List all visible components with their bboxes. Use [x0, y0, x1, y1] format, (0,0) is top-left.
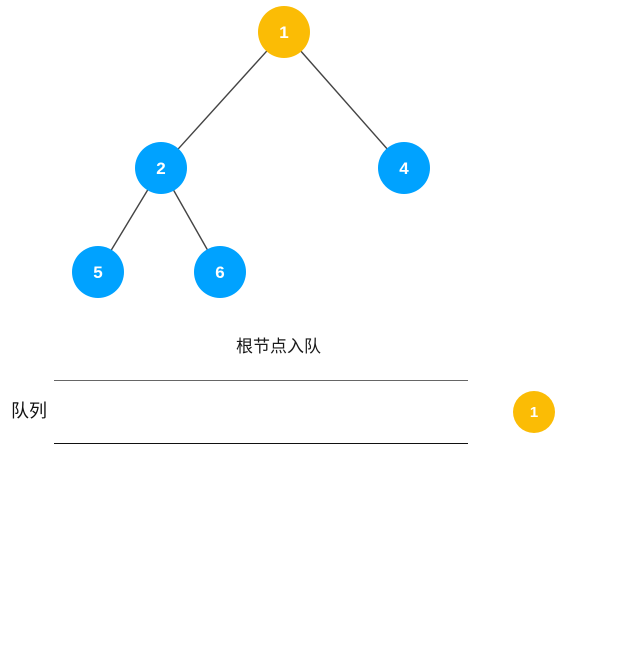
- queue-rail-bottom: [54, 443, 468, 444]
- tree-edge-n1-n4: [300, 50, 388, 150]
- tree-edge-n2-n6: [172, 189, 209, 251]
- queue-item-1-label: 1: [529, 403, 539, 421]
- tree-node-2[interactable]: 2: [135, 142, 187, 194]
- queue-label: 队列: [11, 401, 47, 421]
- tree-edge-n2-n5: [110, 189, 149, 251]
- tree-node-6[interactable]: 6: [194, 246, 246, 298]
- tree-node-4-label: 4: [399, 158, 409, 178]
- tree-node-1[interactable]: 1: [258, 6, 310, 58]
- tree-node-4[interactable]: 4: [378, 142, 430, 194]
- tree-node-5-label: 5: [93, 262, 103, 282]
- tree-node-6-label: 6: [215, 262, 225, 282]
- tree-node-1-label: 1: [279, 22, 289, 42]
- queue-rail-top: [54, 380, 468, 381]
- queue-item-1[interactable]: 1: [513, 391, 555, 433]
- edges-layer: [110, 50, 388, 251]
- step-caption: 根节点入队: [236, 337, 321, 356]
- tree-node-2-label: 2: [156, 158, 166, 178]
- tree-edge-n1-n2: [177, 50, 268, 150]
- tree-node-5[interactable]: 5: [72, 246, 124, 298]
